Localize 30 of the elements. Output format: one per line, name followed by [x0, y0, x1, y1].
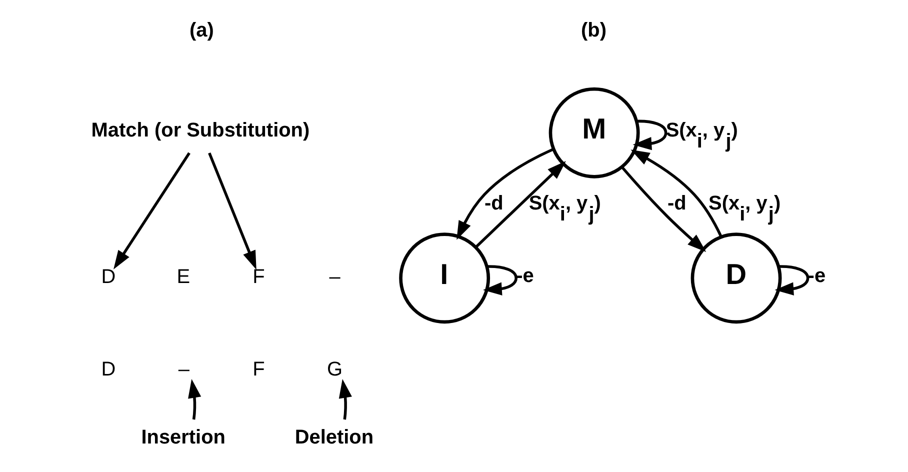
- arrow: [188, 379, 202, 420]
- arrow: [630, 150, 722, 238]
- node-text: F: [252, 266, 265, 288]
- node-text: D: [101, 266, 116, 288]
- node-text: –: [329, 266, 340, 288]
- node-text: D: [101, 358, 116, 381]
- node-text: F: [252, 358, 265, 381]
- label: (b): [580, 19, 606, 42]
- edge-label: -d: [668, 192, 686, 214]
- arrow: [338, 379, 352, 420]
- node-circle: D: [690, 232, 782, 324]
- node-text: G: [327, 358, 343, 381]
- arrow: [482, 265, 518, 296]
- node-circle: I: [399, 232, 490, 324]
- node-text: E: [176, 266, 190, 288]
- node-text: Match (or Substitution): [91, 120, 310, 142]
- node-text: Insertion: [141, 426, 226, 448]
- node-text: –: [178, 358, 190, 381]
- arrow: [456, 148, 554, 240]
- label: (a): [189, 19, 214, 42]
- arrow: [474, 161, 566, 248]
- edge-label: -d: [484, 192, 504, 214]
- arrow: [620, 166, 706, 252]
- arrow: [632, 120, 668, 150]
- arrow: [114, 152, 190, 270]
- node-text: Deletion: [294, 426, 374, 448]
- arrow: [774, 265, 810, 296]
- arrow: [208, 152, 256, 270]
- edge-label: -e: [516, 264, 534, 287]
- edge-label: -e: [808, 264, 826, 287]
